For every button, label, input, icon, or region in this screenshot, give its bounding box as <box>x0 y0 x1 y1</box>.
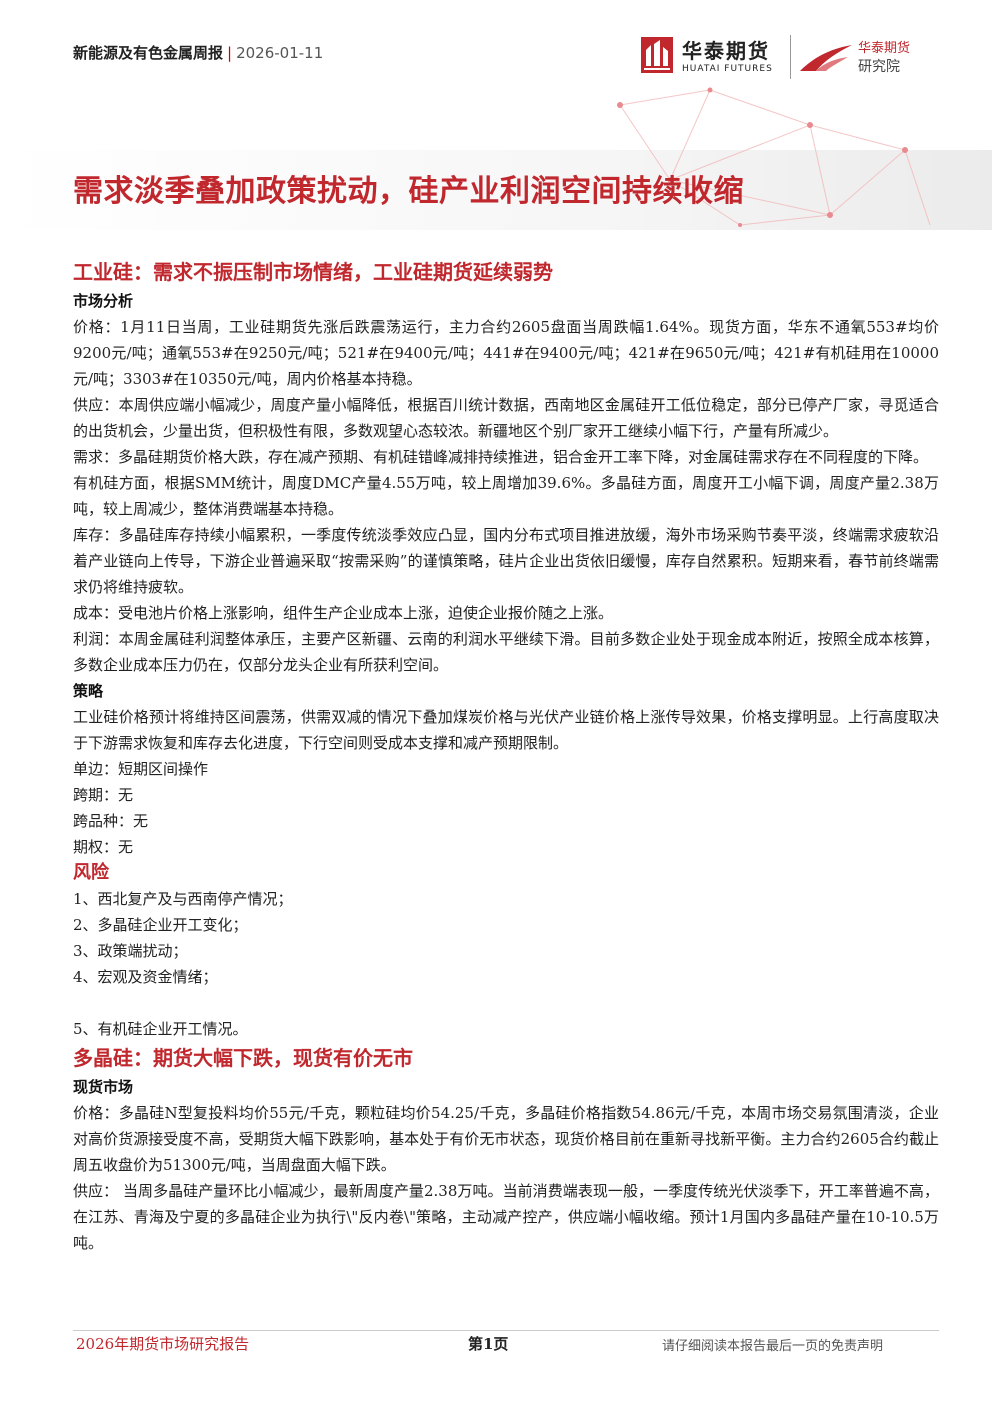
institute-bottom: 研究院 <box>858 59 900 75</box>
report-name: 新能源及有色金属周报 <box>73 44 224 62</box>
risk-item: 3、政策端扰动； <box>73 942 188 960</box>
page-title: 需求淡季叠加政策扰动，硅产业利润空间持续收缩 <box>73 174 744 209</box>
spot-market-heading: 现货市场 <box>73 1078 134 1096</box>
strategy-options: 期权：无 <box>73 838 134 856</box>
report-body: 工业硅：需求不振压制市场情绪，工业硅期货延续弱势 市场分析 价格：1月11日当周… <box>73 256 939 1256</box>
company-name-cn: 华泰期货 <box>682 39 770 63</box>
company-logo: 华泰期货 HUATAI FUTURES <box>640 35 773 74</box>
paragraph-profit: 利润：本周金属硅利润整体承压，主要产区新疆、云南的利润水平继续下滑。目前多数企业… <box>73 630 939 674</box>
paragraph-poly-price: 价格：多晶硅N型复投料均价55元/千克，颗粒硅均价54.25/千克，多晶硅价格指… <box>73 1104 939 1174</box>
strategy-heading: 策略 <box>73 682 104 700</box>
strategy-cross-variety: 跨品种：无 <box>73 812 149 830</box>
risk-item: 4、宏观及资金情绪； <box>73 968 218 986</box>
institute-swoosh-icon <box>800 44 852 71</box>
strategy-calendar: 跨期：无 <box>73 786 134 804</box>
risk-item: 5、有机硅企业开工情况。 <box>73 1020 248 1038</box>
market-analysis-heading: 市场分析 <box>73 292 134 310</box>
risk-item: 1、西北复产及与西南停产情况； <box>73 890 293 908</box>
title-band-background <box>0 150 992 230</box>
page-number: 第1页 <box>468 1335 509 1353</box>
strategy-unilateral: 单边：短期区间操作 <box>73 760 209 778</box>
spacer <box>73 990 939 1016</box>
paragraph-inventory: 库存：多晶硅库存持续小幅累积，一季度传统淡季效应凸显，国内分布式项目推进放缓，海… <box>73 526 939 596</box>
institute-top: 华泰期货 <box>858 41 911 56</box>
report-date: 2026-01-11 <box>236 44 324 62</box>
logo-divider <box>790 35 791 79</box>
footer-disclaimer-note: 请仔细阅读本报告最后一页的免责声明 <box>662 1339 884 1354</box>
paragraph-supply: 供应：本周供应端小幅减少，周度产量小幅降低，根据百川统计数据，西南地区金属硅开工… <box>73 396 939 440</box>
paragraph-organic-silicon: 有机硅方面，根据SMM统计，周度DMC产量4.55万吨，较上周增加39.6%。多… <box>73 474 939 518</box>
risk-heading: 风险 <box>73 862 109 883</box>
paragraph-demand: 需求：多晶硅期货价格大跌，存在减产预期、有机硅错峰减排持续推进，铝合金开工率下降… <box>73 448 929 466</box>
footer-divider <box>73 1330 939 1331</box>
report-header: 新能源及有色金属周报|2026-01-11 <box>73 42 323 63</box>
section-title-industrial-silicon: 工业硅：需求不振压制市场情绪，工业硅期货延续弱势 <box>73 260 553 284</box>
logo-block: 华泰期货 HUATAI FUTURES 华泰期货 研究院 <box>640 33 930 83</box>
institute-logo: 华泰期货 研究院 <box>798 37 910 76</box>
section-title-polysilicon: 多晶硅：期货大幅下跌，现货有价无市 <box>73 1046 413 1070</box>
huatai-logo-icon <box>641 36 673 73</box>
paragraph-cost: 成本：受电池片价格上涨影响，组件生产企业成本上涨，迫使企业报价随之上涨。 <box>73 604 614 622</box>
footer-report-name: 2026年期货市场研究报告 <box>76 1335 250 1353</box>
company-name-en: HUATAI FUTURES <box>682 64 773 74</box>
paragraph-price: 价格：1月11日当周，工业硅期货先涨后跌震荡运行，主力合约2605盘面当周跌幅1… <box>73 318 939 388</box>
paragraph-strategy: 工业硅价格预计将维持区间震荡，供需双减的情况下叠加煤炭价格与光伏产业链价格上涨传… <box>73 708 939 752</box>
network-decoration-icon <box>617 87 931 227</box>
risk-item: 2、多晶硅企业开工变化； <box>73 916 248 934</box>
paragraph-poly-supply: 供应： 当周多晶硅产量环比小幅减少，最新周度产量2.38万吨。当前消费端表现一般… <box>73 1182 939 1252</box>
header-separator: | <box>227 44 233 62</box>
